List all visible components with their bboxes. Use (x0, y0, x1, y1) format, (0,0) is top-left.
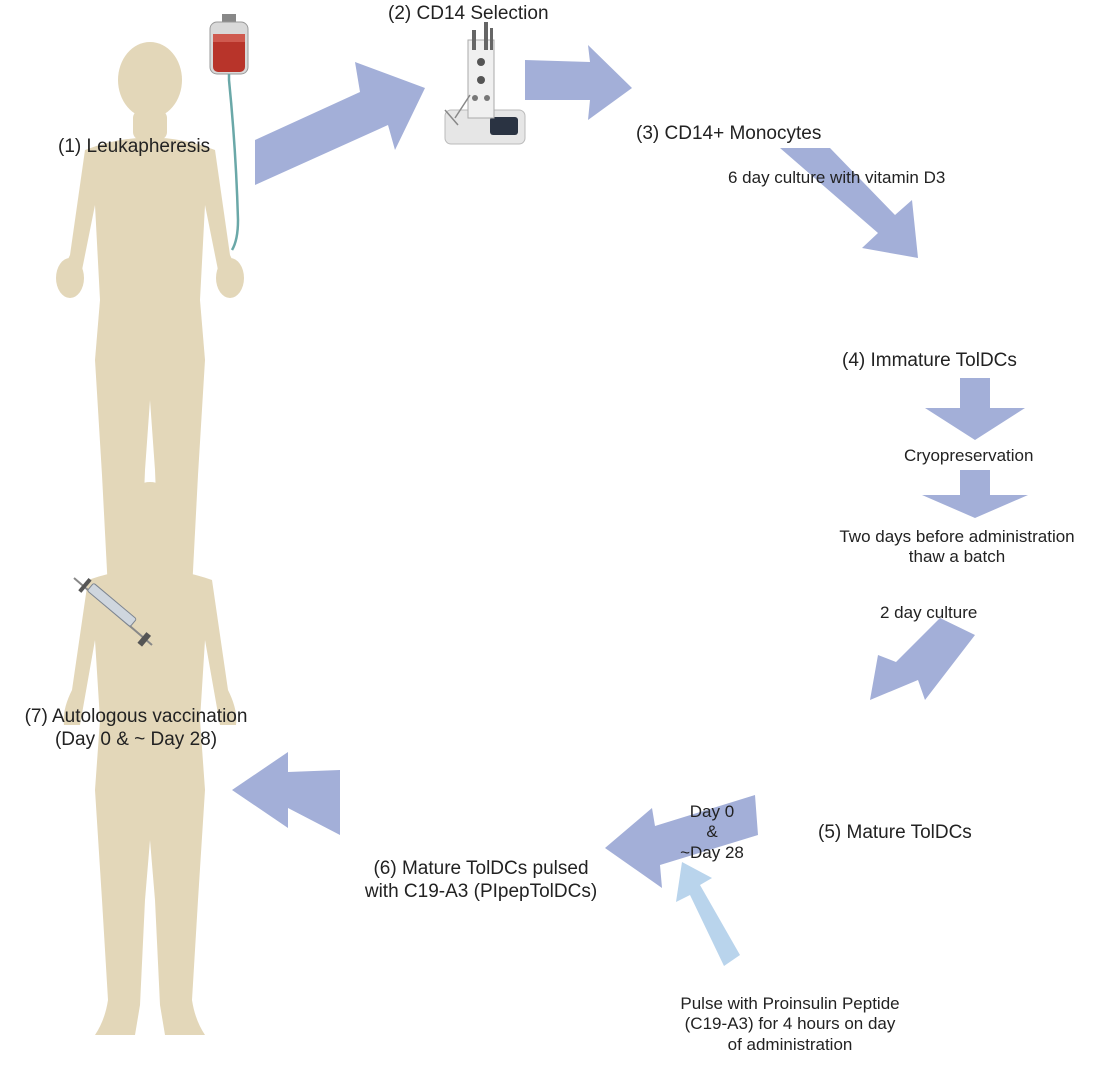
step-2-label: (2) CD14 Selection (388, 3, 549, 24)
arrow-leukapheresis-to-selection (255, 62, 425, 185)
step-4-label: (4) Immature TolDCs (842, 350, 1017, 371)
schedule-day0: Day 0 (689, 802, 735, 821)
cryopreservation-label: Cryopreservation (904, 446, 1034, 465)
pulse-note-line-2: (C19-A3) for 4 hours on day (684, 1014, 896, 1034)
blood-bag-icon (209, 14, 249, 251)
step-1-label: (1) Leukapheresis (58, 136, 211, 157)
arrow-cryo-to-thaw (922, 470, 1028, 518)
patient-figure-bottom (63, 482, 237, 1035)
thaw-line-2: thaw a batch (908, 547, 1006, 567)
step-5-label: (5) Mature TolDCs (818, 822, 972, 843)
step-6-line-1: (6) Mature TolDCs pulsed (373, 858, 589, 879)
step-3-label: (3) CD14+ Monocytes (636, 123, 822, 144)
thaw-label: Two days before administration thaw a ba… (816, 527, 1098, 568)
step-7-line-1: (7) Autologous vaccination (24, 706, 248, 727)
process-arrows (232, 45, 1028, 888)
arrow-thaw-to-mature (870, 618, 975, 700)
pulse-note: Pulse with Proinsulin Peptide (C19-A3) f… (660, 994, 920, 1055)
step-6-label: (6) Mature TolDCs pulsed with C19-A3 (PI… (336, 858, 626, 904)
step-7-line-2: (Day 0 & ~ Day 28) (54, 728, 218, 750)
syringe-icon (73, 577, 153, 647)
arrow-pulsed-to-vaccination (232, 752, 340, 835)
schedule-day28: ~Day 28 (680, 842, 744, 862)
schedule-amp: & (706, 822, 718, 842)
pulse-note-line-3: of administration (727, 1034, 853, 1054)
arrow-selection-to-monocytes (525, 45, 632, 120)
arrow-peptide-pulse (676, 862, 740, 966)
pulse-note-line-1: Pulse with Proinsulin Peptide (680, 994, 900, 1013)
arrow-immature-to-cryo (925, 378, 1025, 440)
step-6-line-2: with C19-A3 (PIpepTolDCs) (364, 880, 598, 902)
arrow-mature-to-pulsed (605, 795, 758, 888)
schedule-label: Day 0 & ~Day 28 (672, 802, 752, 863)
step-7-label: (7) Autologous vaccination (Day 0 & ~ Da… (0, 706, 272, 752)
culture-vitd3-label: 6 day culture with vitamin D3 (728, 168, 946, 187)
cd14-separator-machine-icon (444, 22, 526, 145)
patient-figure-top (56, 42, 244, 625)
thaw-line-1: Two days before administration (839, 527, 1075, 546)
two-day-culture-label: 2 day culture (880, 603, 978, 622)
arrow-monocytes-to-immature (780, 148, 918, 258)
